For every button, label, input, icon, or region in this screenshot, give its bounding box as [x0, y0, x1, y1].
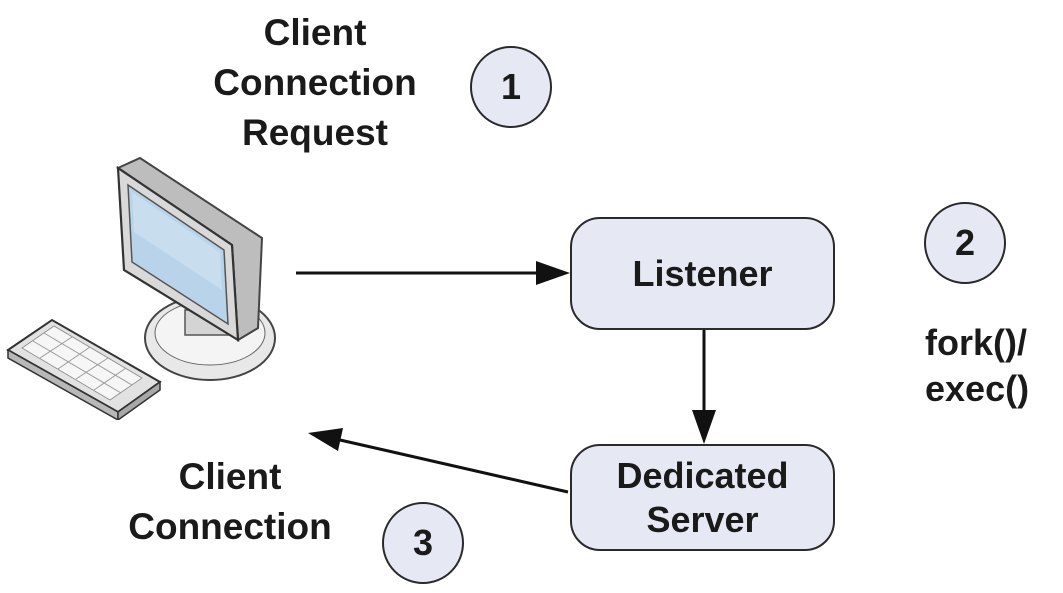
client-connection-request-label: Client Connection Request [170, 8, 460, 158]
label-line: Connection [213, 62, 417, 103]
client-connection-label: Client Connection [85, 452, 375, 552]
server-label-line: Server [646, 498, 759, 540]
label-line: exec() [925, 368, 1030, 409]
arrow-request [296, 261, 570, 285]
listener-label: Listener [632, 252, 773, 294]
listener-node: Listener [570, 217, 835, 330]
desktop-computer-icon [6, 156, 276, 420]
label-line: fork()/ [925, 322, 1027, 363]
label-line: Client [178, 456, 282, 497]
dedicated-server-node: Dedicated Server [570, 444, 835, 551]
step-3-badge: 3 [382, 502, 464, 584]
label-line: Client [263, 12, 367, 53]
step-1-badge: 1 [470, 46, 552, 128]
label-line: Request [242, 112, 388, 153]
arrow-spawn [692, 330, 716, 444]
arrow-connection [308, 428, 569, 494]
fork-exec-label: fork()/ exec() [925, 320, 1063, 412]
step-2-badge: 2 [924, 202, 1006, 284]
label-line: Connection [128, 506, 332, 547]
server-label-line: Dedicated [616, 454, 789, 496]
